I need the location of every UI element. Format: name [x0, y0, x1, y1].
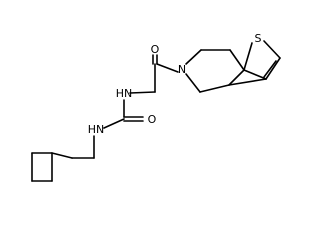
bond [265, 57, 281, 80]
urea-nh-label: HN [88, 123, 105, 136]
bond [243, 42, 253, 71]
bond [229, 49, 245, 71]
ketone-oxygen-label: O [151, 43, 160, 56]
bond [228, 78, 267, 86]
bond [228, 69, 245, 86]
bond [185, 49, 202, 65]
molecule-structure: S O N HN O HN [31, 32, 281, 182]
bond [263, 40, 281, 59]
bond [156, 63, 179, 73]
bond [103, 118, 125, 129]
atom-labels: S O N HN O HN [88, 32, 262, 136]
bond [185, 73, 201, 93]
bonds [31, 40, 281, 182]
sulfur-atom-label: S [255, 32, 262, 45]
amide-nh-label: HN [116, 87, 133, 100]
bond [243, 69, 267, 80]
ring-nitrogen-label: N [178, 63, 186, 76]
bond [129, 91, 156, 94]
bond [263, 60, 277, 78]
urea-oxygen-label: O [148, 113, 157, 126]
bond [51, 152, 73, 159]
bond [199, 84, 230, 93]
